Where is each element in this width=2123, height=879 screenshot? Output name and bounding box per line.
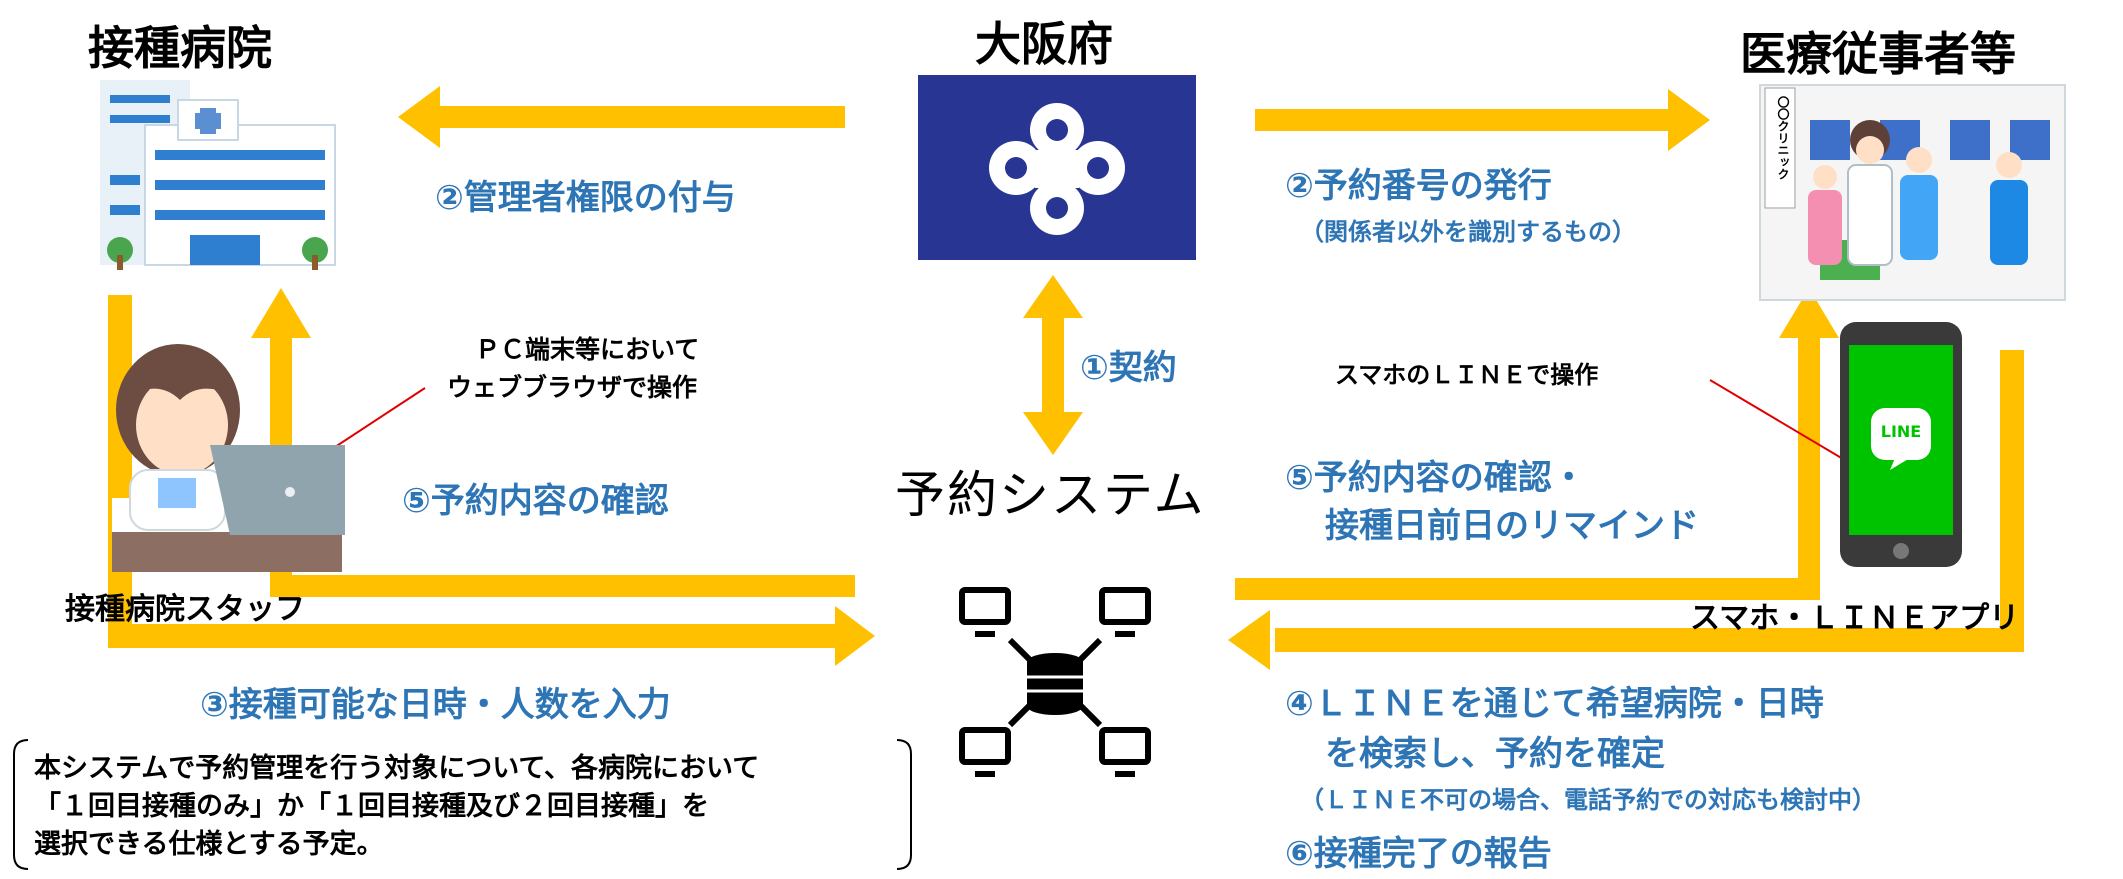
arrowhead-medical-up [1779,288,1839,338]
arrow-contract-shaft [1042,310,1064,420]
label-contract: ①契約 [1080,348,1177,388]
arrowhead-hospital-up [251,288,311,338]
hospital-building-icon [100,80,336,270]
clinic-sign: 〇〇クリニック [1776,96,1790,180]
label-pc-note-1: ＰＣ端末等において [475,335,700,364]
hospital-loop-left-vertical [108,295,132,635]
label-pc-note-2: ウェブブラウザで操作 [447,373,698,402]
label-confirm-reminder-2: 接種日前日のリマインド [1325,506,1699,546]
arrowhead-right-number [1668,89,1710,151]
note-line-3: 選択できる仕様とする予定。 [34,829,384,860]
label-confirm-reminder-1: ⑤予約内容の確認・ [1285,458,1586,498]
arrowhead-contract-up [1023,275,1083,318]
label-smartphone-line-note: スマホのＬＩＮＥで操作 [1335,361,1599,389]
label-hospital-staff: 接種病院スタッフ [65,592,305,627]
medical-staff-title: 医療従事者等 [1740,27,2016,81]
hospital-loop-bottom [108,624,848,648]
label-report-completion: ⑥接種完了の報告 [1285,834,1552,874]
pointer-line-smartphone [1709,379,1866,473]
system-title: 予約システム [895,466,1206,524]
label-search-note: （ＬＩＮＥ不可の場合、電話予約での対応も検討中） [1300,786,1876,814]
smartphone-line-icon [1840,322,1962,567]
hospital-loop-inner-horizontal [270,575,855,597]
line-logo-text: LINE [1880,422,1922,441]
arrow-prefecture-to-hospital [425,106,845,128]
label-reservation-number: ②予約番号の発行 [1285,166,1552,206]
medical-loop-outer-vertical [2000,350,2024,640]
osaka-prefecture-emblem-icon [918,75,1196,260]
clinic-staff-icon [1759,84,2066,301]
arrowhead-medical-to-system [1228,610,1270,670]
medical-loop-inner-vertical [1798,330,1820,600]
note-box: 本システムで予約管理を行う対象について、各病院において 「１回目接種のみ」か「１… [10,738,915,871]
medical-loop-inner-horizontal [1235,578,1820,600]
network-database-icon [959,587,1151,777]
medical-loop-outer-horizontal [1275,628,2024,652]
arrow-prefecture-to-medical [1255,109,1685,131]
prefecture-title: 大阪府 [975,17,1113,71]
arrowhead-contract-down [1023,412,1083,455]
arrowhead-hospital-to-system [835,606,875,666]
label-input-schedule: ③接種可能な日時・人数を入力 [200,685,671,725]
label-confirm-hospital: ⑤予約内容の確認 [402,481,669,521]
label-search-2: を検索し、予約を確定 [1325,734,1665,774]
note-brackets [13,739,912,870]
nurse-at-laptop-icon [112,344,345,572]
database-cylinder-icon [1027,653,1083,715]
hospital-title: 接種病院 [88,21,272,75]
label-admin-rights: ②管理者権限の付与 [435,178,736,218]
note-line-1: 本システムで予約管理を行う対象について、各病院において [34,753,760,784]
arrowhead-left-admin [398,86,440,148]
label-smartphone-app: スマホ・ＬＩＮＥアプリ [1690,601,2020,636]
label-search-1: ④ＬＩＮＥを通じて希望病院・日時 [1285,684,1824,724]
note-line-2: 「１回目接種のみ」か「１回目接種及び２回目接種」を [34,791,709,822]
label-reservation-number-note: （関係者以外を識別するもの） [1300,218,1636,246]
